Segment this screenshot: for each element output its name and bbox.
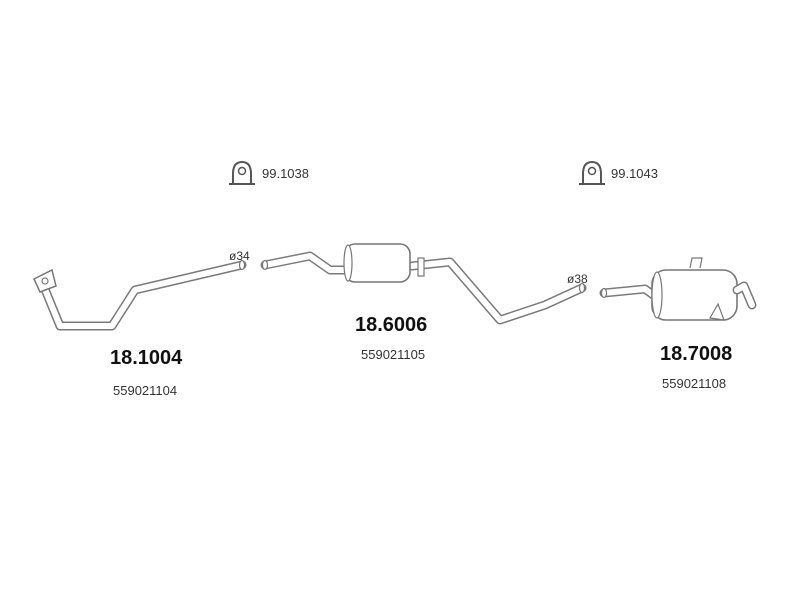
clamp-part-number: 99.1038 [262, 166, 309, 181]
oe-number: 559021108 [662, 376, 727, 391]
front-pipe-drawing [33, 259, 247, 331]
pipe-diameter-label: ø38 [567, 272, 588, 286]
middle-silencer-drawing [260, 243, 587, 325]
oe-number: 559021104 [113, 383, 178, 398]
clamp-part-number: 99.1043 [611, 166, 658, 181]
rear-silencer-drawing [599, 257, 757, 321]
pipe-clamp-icon [229, 160, 255, 185]
part-number: 18.6006 [355, 314, 428, 336]
pipe-diameter-label: ø34 [229, 249, 250, 263]
oe-number: 559021105 [361, 347, 426, 362]
pipe-clamp-icon [579, 160, 605, 185]
part-number: 18.7008 [660, 343, 733, 365]
part-number: 18.1004 [110, 347, 183, 369]
